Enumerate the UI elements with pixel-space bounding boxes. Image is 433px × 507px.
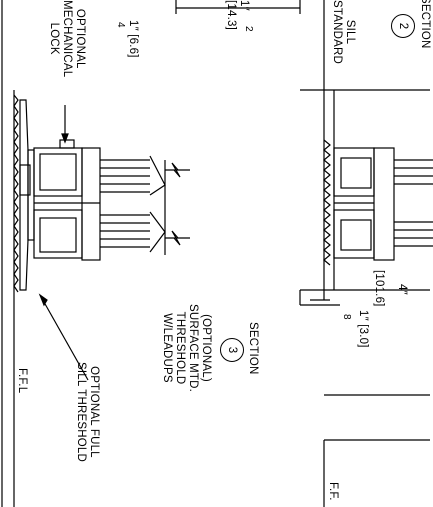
top-dim-c: [14.3] (225, 0, 237, 30)
left-dimension: 1″ [6.6] (127, 20, 139, 58)
section2-number: 2 (391, 14, 415, 38)
full-sill-line1: OPTIONAL FULL (88, 366, 100, 458)
ffl-right-label: F.F. (327, 482, 339, 501)
section3-number-badge: 3 (220, 338, 244, 362)
ffl-left-text: F.F.L (16, 368, 28, 394)
lock-label: OPTIONAL MECHANICAL LOCK (47, 0, 86, 77)
section3-label: SECTION (247, 322, 259, 375)
section3-line2: SURFACE MTD. (187, 304, 199, 393)
section3-number: 3 (220, 338, 244, 362)
section2-line2: STANDARD (331, 0, 343, 65)
lock-line1: OPTIONAL (74, 8, 86, 69)
section2-label: SECTION (419, 0, 431, 49)
section3-title: (OPTIONAL) SURFACE MTD. THRESHOLD W/LEAD… (160, 304, 212, 392)
ffl-right-text: F.F. (327, 482, 339, 501)
top-dim-b: 2 (243, 26, 254, 32)
right-dim-frac: 8 (341, 314, 352, 320)
lock-line2: MECHANICAL (61, 0, 73, 78)
full-sill-label: OPTIONAL FULL SILL THRESHOLD (74, 362, 100, 462)
section3-word: SECTION (247, 322, 259, 375)
section3-line3: THRESHOLD (174, 311, 186, 385)
full-sill-line2: SILL THRESHOLD (75, 362, 87, 462)
full-sill-leader (39, 294, 89, 381)
section2-title: SILL STANDARD (330, 0, 356, 64)
section2-line1: SILL (344, 19, 356, 45)
top-dimension-frac: 2 (243, 26, 254, 32)
section3-line1: (OPTIONAL) (200, 314, 212, 382)
sill-threshold-left (13, 94, 190, 293)
left-dim-frac: 4 (115, 22, 126, 28)
right-dim-a: 4″ (396, 284, 408, 295)
right-dim-c: 1″ [3.0] (357, 310, 369, 348)
right-dimension-b: [101.6] (373, 270, 385, 307)
right-dim-b: [101.6] (373, 270, 385, 307)
right-dimension: 4″ (395, 284, 408, 295)
left-dim-text: 1″ [6.6] (127, 20, 139, 58)
lock-line3: LOCK (48, 22, 60, 55)
section2-word: SECTION (419, 0, 431, 49)
sill-standard-right (323, 139, 433, 266)
left-dimension-frac: 4 (115, 22, 126, 28)
section2-number-badge: 2 (391, 14, 415, 38)
right-dimension-frac: 8 (341, 314, 352, 320)
ffl-left-label: F.F.L (16, 368, 28, 393)
section3-line4: W/LEADUPS (161, 313, 173, 383)
right-dimension-c: 1″ [3.0] (357, 310, 369, 348)
